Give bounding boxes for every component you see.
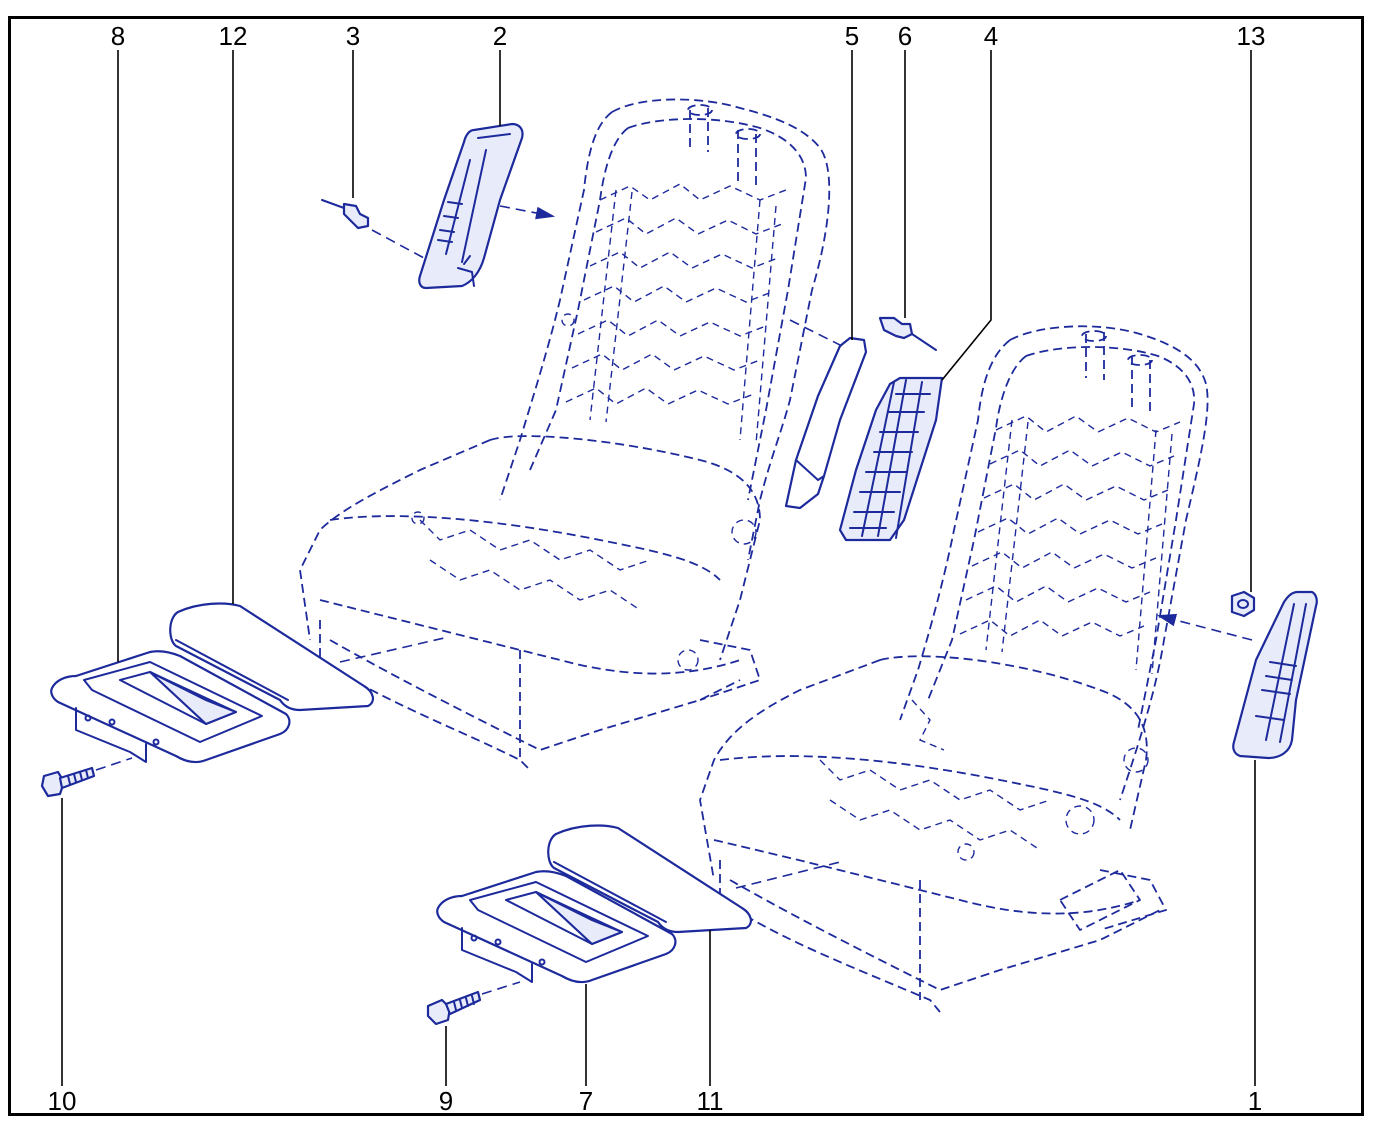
callout-13: 13 xyxy=(1237,21,1266,51)
leader-lines xyxy=(61,50,1256,1086)
part-1-side-airbag-right xyxy=(1156,590,1318,760)
left-seat-frame xyxy=(299,98,831,771)
part-10-bolt xyxy=(40,757,133,798)
callout-9: 9 xyxy=(439,1086,453,1116)
part-5-trim-panel xyxy=(784,319,868,510)
callout-3: 3 xyxy=(346,21,360,51)
part-9-bolt xyxy=(426,981,521,1026)
callout-10: 10 xyxy=(48,1086,77,1116)
callout-4: 4 xyxy=(984,21,998,51)
leader-4 xyxy=(941,50,992,381)
part-11-trim-flap xyxy=(547,824,841,934)
part-8-tray xyxy=(50,650,291,764)
callout-2: 2 xyxy=(493,21,507,51)
callout-6: 6 xyxy=(898,21,912,51)
part-6-push-pin xyxy=(878,316,937,351)
callout-12: 12 xyxy=(219,21,248,51)
callout-labels: 8 12 3 2 5 6 4 13 10 9 7 11 1 xyxy=(48,21,1266,1116)
callout-7: 7 xyxy=(579,1086,593,1116)
part-4-mesh-panel xyxy=(838,376,944,542)
callout-1: 1 xyxy=(1248,1086,1262,1116)
diagram-frame xyxy=(8,16,1364,1116)
part-13-nut xyxy=(1230,590,1256,618)
callout-8: 8 xyxy=(111,21,125,51)
part-2-side-airbag-left xyxy=(418,122,556,290)
right-seat-frame xyxy=(699,325,1209,1013)
part-12-trim-flap xyxy=(169,602,445,712)
part-3-push-pin xyxy=(321,199,425,259)
part-7-tray xyxy=(436,870,677,984)
callout-11: 11 xyxy=(697,1086,724,1116)
callout-5: 5 xyxy=(845,21,859,51)
